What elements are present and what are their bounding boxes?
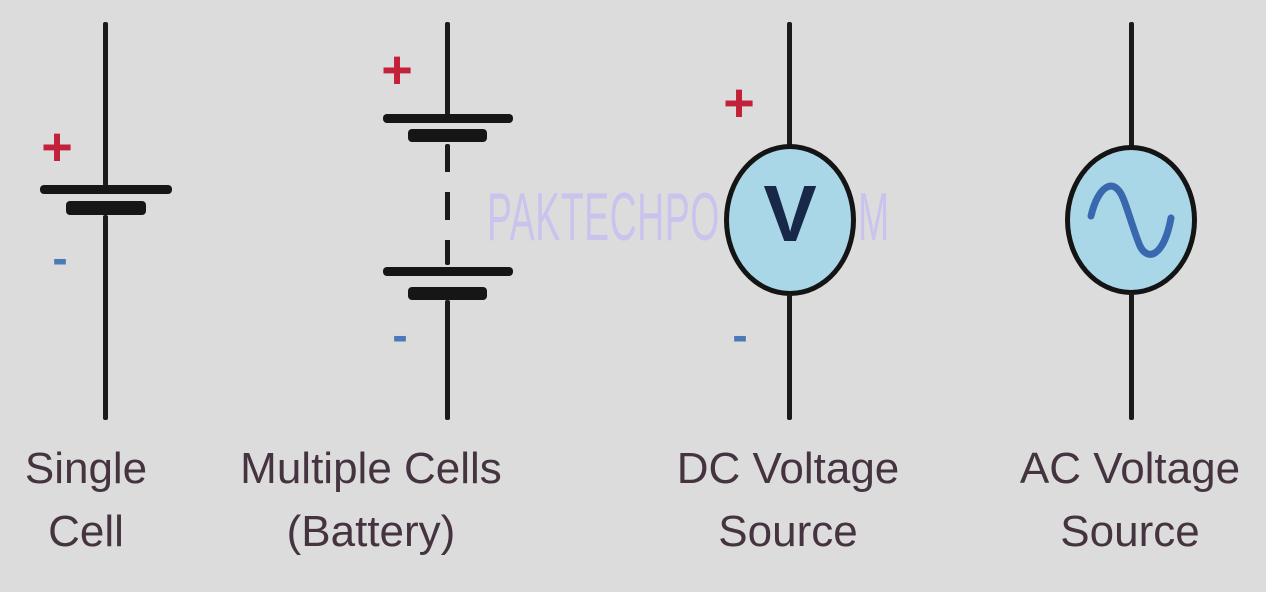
single-cell-label: Single Cell — [0, 437, 266, 563]
single-cell-long-plate — [40, 185, 172, 194]
battery-plus-sign: + — [381, 40, 413, 100]
dc-source-v-letter: V — [763, 169, 817, 258]
dc-source-label-line2: Source — [718, 507, 858, 556]
sine-wave-icon — [1087, 182, 1175, 258]
watermark-text-left: PAKTECHPO — [487, 179, 720, 255]
battery-long-plate-2 — [383, 267, 513, 276]
battery-long-plate-1 — [383, 114, 513, 123]
dc-source-minus-sign: - — [732, 309, 748, 361]
multiple-cells-label: Multiple Cells (Battery) — [191, 437, 551, 563]
dc-source-plus-sign: + — [723, 73, 755, 133]
single-cell-label-line1: Single — [24, 444, 148, 493]
dc-source-circle: V — [724, 144, 856, 296]
multiple-cells-label-line1: Multiple Cells — [240, 444, 502, 493]
single-cell-short-plate — [66, 201, 146, 215]
ac-voltage-source-label: AC Voltage Source — [950, 437, 1266, 563]
ac-source-label-line2: Source — [1060, 507, 1200, 556]
ac-source-top-wire — [1129, 22, 1134, 147]
single-cell-plus-sign: + — [41, 117, 73, 177]
battery-short-plate-1 — [408, 129, 487, 142]
dc-voltage-source-label: DC Voltage Source — [608, 437, 968, 563]
ac-source-label-line1: AC Voltage — [1019, 444, 1241, 493]
battery-dashed-link — [445, 144, 450, 265]
battery-top-wire — [445, 22, 450, 115]
ac-source-circle — [1065, 145, 1197, 295]
single-cell-top-wire — [103, 22, 108, 186]
battery-minus-sign: - — [392, 309, 408, 361]
single-cell-bottom-wire — [103, 215, 108, 420]
dc-source-top-wire — [787, 22, 792, 146]
single-cell-label-line2: Cell — [48, 507, 124, 556]
single-cell-minus-sign: - — [52, 232, 68, 284]
ac-source-bottom-wire — [1129, 292, 1134, 420]
dc-source-label-line1: DC Voltage — [676, 444, 900, 493]
battery-short-plate-2 — [408, 287, 487, 300]
multiple-cells-label-line2: (Battery) — [286, 507, 456, 556]
battery-bottom-wire — [445, 300, 450, 420]
watermark-text-right: M — [858, 179, 890, 255]
dc-source-bottom-wire — [787, 294, 792, 420]
